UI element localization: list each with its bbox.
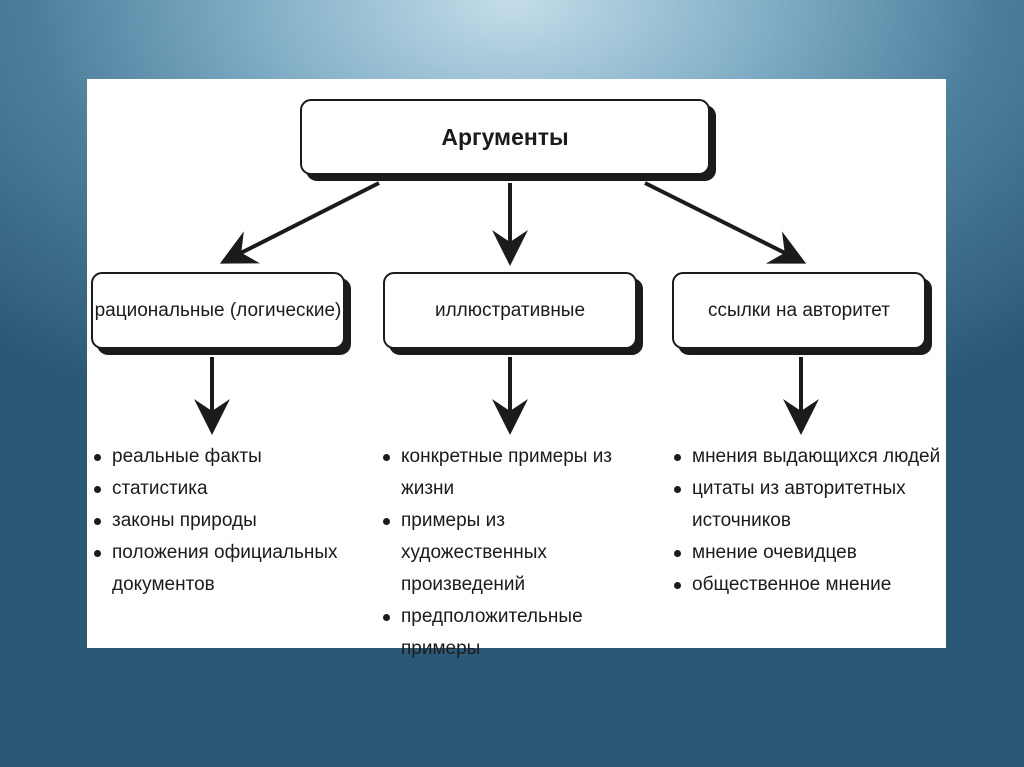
list-rational: реальные факты статистика законы природы… [92,441,362,601]
category-label: иллюстративные [434,299,586,321]
category-illustrative: иллюстративные [383,272,637,349]
list-item: законы природы [92,505,362,537]
list-item: примеры из художественных произведений [381,505,651,601]
diagram-panel: Аргументы рациональные (логические) иллю… [87,79,946,659]
category-label: рациональные (логические) [94,299,342,321]
category-label: ссылки на авторитет [708,299,890,321]
list-item: мнение очевидцев [672,537,944,569]
list-illustrative: конкретные примеры из жизни примеры из х… [381,441,651,665]
list-item: статистика [92,473,362,505]
list-authority: мнения выдающихся людей цитаты из автори… [672,441,944,601]
list-item: реальные факты [92,441,362,473]
arrow-root-to-authority [644,181,807,264]
category-authority: ссылки на авторитет [672,272,926,349]
category-rational: рациональные (логические) [91,272,345,349]
root-label: Аргументы [441,123,569,150]
list-item: общественное мнение [672,569,944,601]
list-item: цитаты из авторитетных источников [672,473,944,537]
arrows [194,181,819,435]
list-item: мнения выдающихся людей [672,441,944,473]
list-item: положения официальных документов [92,537,362,601]
arrow-root-to-rational [219,181,380,264]
root-node: Аргументы [300,99,710,175]
list-item: предположительные примеры [381,601,651,665]
list-item: конкретные примеры из жизни [381,441,651,505]
